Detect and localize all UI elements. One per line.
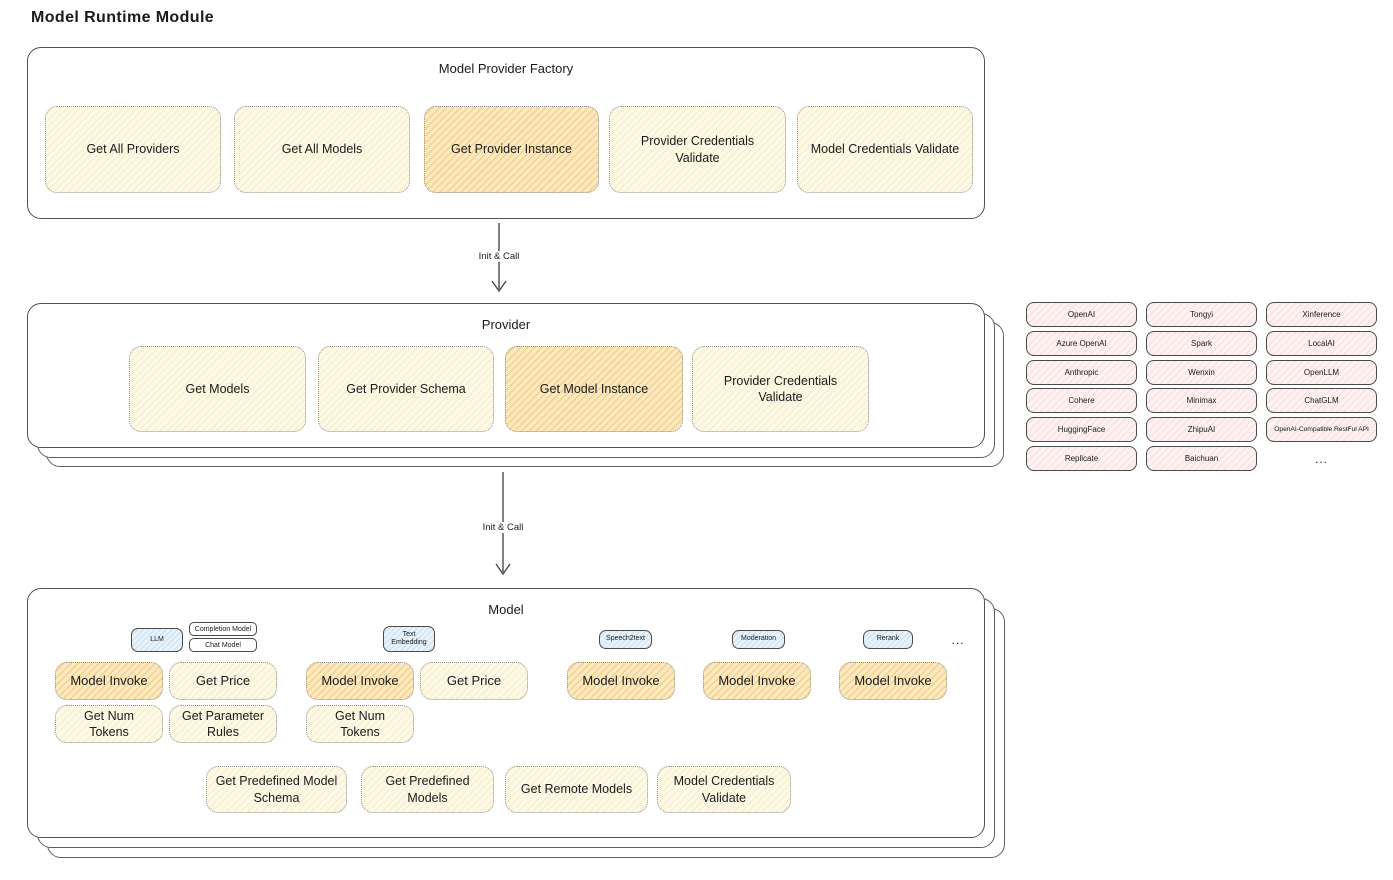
speech2text-model-invoke: Model Invoke	[567, 662, 675, 700]
provider-provider-credentials-validate: Provider Credentials Validate	[692, 346, 869, 432]
factory-provider-credentials-validate: Provider Credentials Validate	[609, 106, 786, 193]
factory-panel: Model Provider Factory Get All Providers…	[27, 47, 985, 219]
text-embedding-get-num-tokens: Get Num Tokens	[306, 705, 414, 743]
llm-get-parameter-rules: Get Parameter Rules	[169, 705, 277, 743]
provider-panel: Provider Get Models Get Provider Schema …	[27, 303, 985, 448]
provider-get-model-instance: Get Model Instance	[505, 346, 683, 432]
provider-item-baichuan: Baichuan	[1146, 446, 1257, 471]
provider-list-more: ...	[1314, 451, 1328, 466]
provider-item-tongyi: Tongyi	[1146, 302, 1257, 327]
llm-model-invoke: Model Invoke	[55, 662, 163, 700]
tab-rerank: Rerank	[863, 630, 913, 649]
provider-item-replicate: Replicate	[1026, 446, 1137, 471]
arrow-label-init-call-1: Init & Call	[474, 251, 524, 262]
llm-get-price: Get Price	[169, 662, 277, 700]
moderation-model-invoke: Model Invoke	[703, 662, 811, 700]
tab-text-embedding: Text Embedding	[383, 626, 435, 652]
tab-moderation: Moderation	[732, 630, 785, 649]
provider-item-anthropic: Anthropic	[1026, 360, 1137, 385]
model-get-remote-models: Get Remote Models	[505, 766, 648, 813]
provider-item-spark: Spark	[1146, 331, 1257, 356]
provider-item-minimax: Minimax	[1146, 388, 1257, 413]
model-get-predefined-model-schema: Get Predefined Model Schema	[206, 766, 347, 813]
provider-item-openllm: OpenLLM	[1266, 360, 1377, 385]
provider-item-chatglm: ChatGLM	[1266, 388, 1377, 413]
provider-item-zhipuai: ZhipuAI	[1146, 417, 1257, 442]
provider-item-openai-compatible-restful-api: OpenAI-Compatible RestFul API	[1266, 417, 1377, 442]
tab-speech2text: Speech2text	[599, 630, 652, 649]
provider-item-cohere: Cohere	[1026, 388, 1137, 413]
provider-get-models: Get Models	[129, 346, 306, 432]
factory-get-provider-instance: Get Provider Instance	[424, 106, 599, 193]
model-model-credentials-validate: Model Credentials Validate	[657, 766, 791, 813]
rerank-model-invoke: Model Invoke	[839, 662, 947, 700]
provider-item-openai: OpenAI	[1026, 302, 1137, 327]
tab-llm: LLM	[131, 628, 183, 652]
provider-item-xinference: Xinference	[1266, 302, 1377, 327]
factory-title: Model Provider Factory	[438, 61, 574, 76]
provider-get-provider-schema: Get Provider Schema	[318, 346, 494, 432]
page-title: Model Runtime Module	[31, 9, 215, 26]
model-title: Model	[488, 602, 524, 617]
model-tabs-more: ...	[951, 632, 965, 647]
model-get-predefined-models: Get Predefined Models	[361, 766, 494, 813]
tab-completion-model: Completion Model	[189, 622, 257, 636]
provider-item-azure-openai: Azure OpenAI	[1026, 331, 1137, 356]
provider-item-wenxin: Wenxin	[1146, 360, 1257, 385]
factory-get-all-providers: Get All Providers	[45, 106, 221, 193]
provider-item-localai: LocalAI	[1266, 331, 1377, 356]
factory-model-credentials-validate: Model Credentials Validate	[797, 106, 973, 193]
provider-title: Provider	[481, 317, 531, 332]
llm-get-num-tokens: Get Num Tokens	[55, 705, 163, 743]
text-embedding-get-price: Get Price	[420, 662, 528, 700]
text-embedding-model-invoke: Model Invoke	[306, 662, 414, 700]
tab-chat-model: Chat Model	[189, 638, 257, 652]
arrow-label-init-call-2: Init & Call	[478, 522, 528, 533]
model-panel: Model LLM Completion Model Chat Model Te…	[27, 588, 985, 838]
provider-item-huggingface: HuggingFace	[1026, 417, 1137, 442]
factory-get-all-models: Get All Models	[234, 106, 410, 193]
